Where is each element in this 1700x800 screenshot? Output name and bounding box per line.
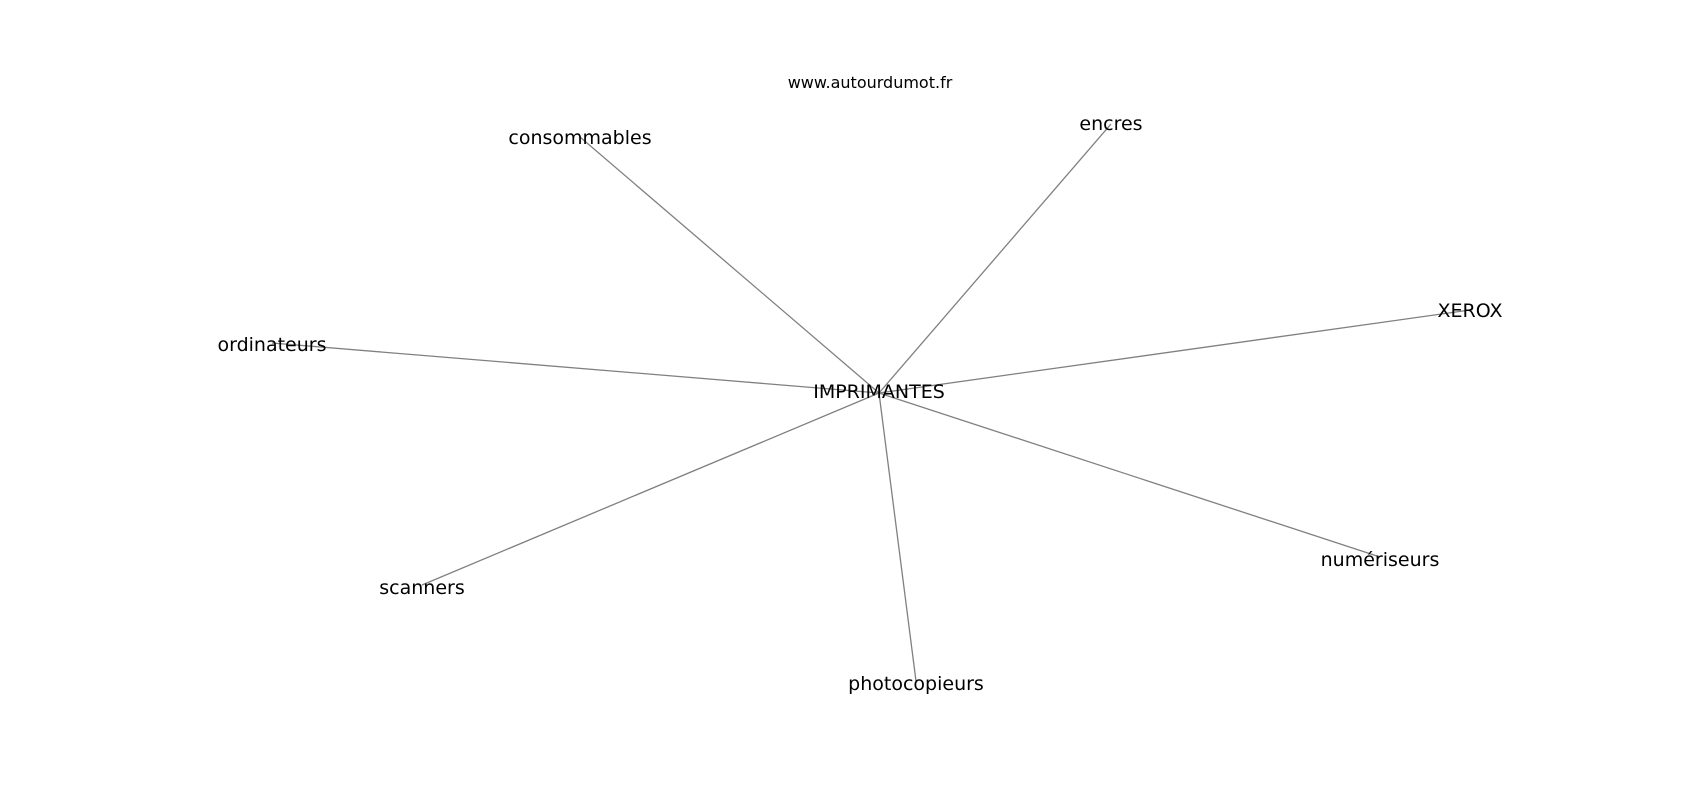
edge-scanners: [421, 392, 880, 586]
node-label-xerox: XEROX: [1438, 300, 1503, 322]
node-label-consommables: consommables: [508, 127, 651, 149]
node-label-scanners: scanners: [379, 577, 464, 599]
edge-numeriseurs: [878, 392, 1381, 558]
node-label-numeriseurs: numériseurs: [1321, 549, 1440, 571]
edge-ordinateurs: [271, 342, 880, 394]
edge-consommables: [579, 136, 880, 394]
node-label-ordinateurs: ordinateurs: [217, 334, 326, 356]
edge-photocopieurs: [878, 392, 917, 682]
source-label: www.autourdumot.fr: [788, 73, 953, 92]
center-node-label: IMPRIMANTES: [813, 381, 945, 403]
node-label-encres: encres: [1079, 113, 1142, 135]
edge-xerox: [878, 309, 1471, 394]
edges: [271, 123, 1471, 682]
node-label-photocopieurs: photocopieurs: [848, 673, 984, 695]
edge-encres: [878, 123, 1112, 394]
